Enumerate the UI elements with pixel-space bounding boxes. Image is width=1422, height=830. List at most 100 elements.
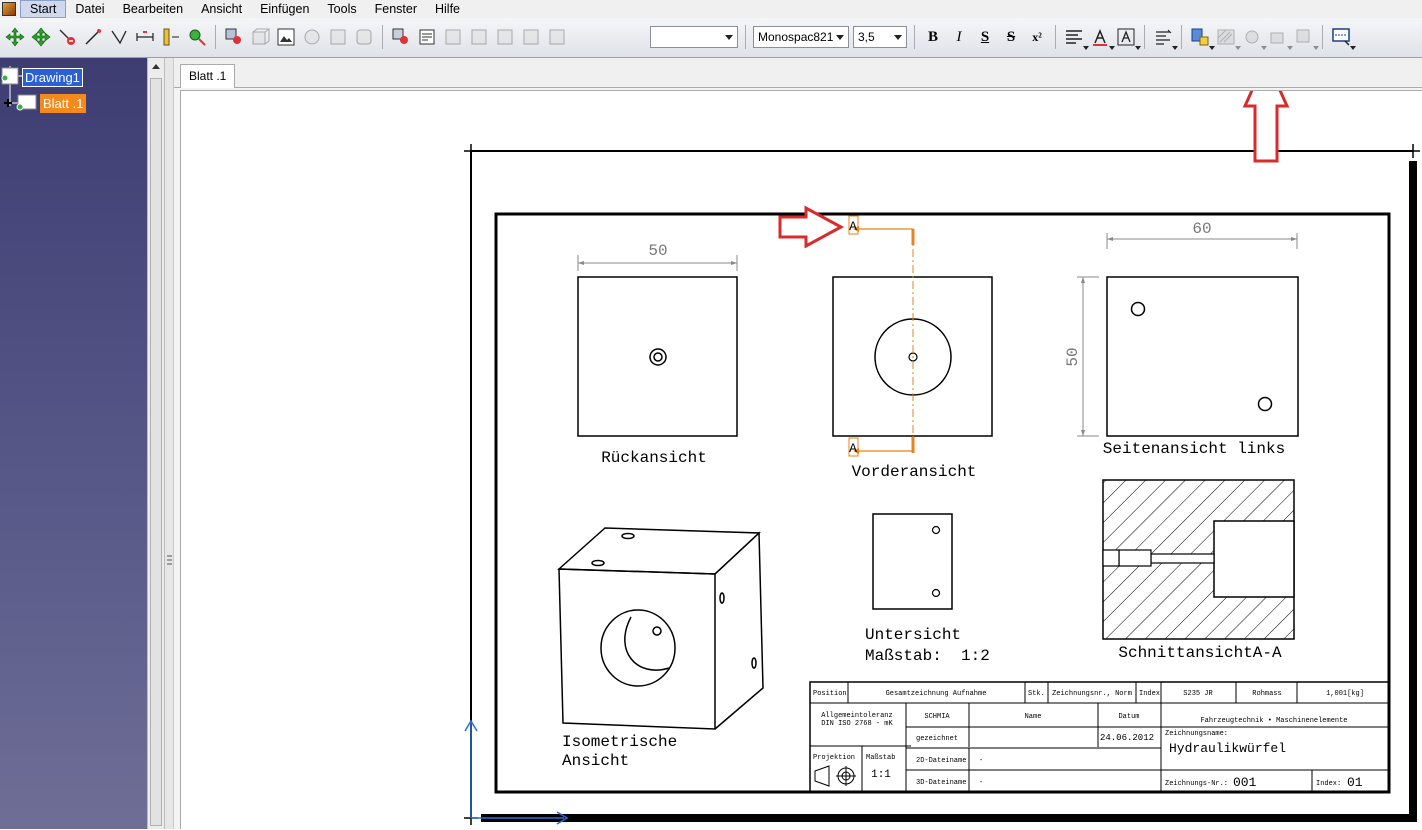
strikethrough-button[interactable]: S — [1006, 28, 1016, 45]
pan-icon[interactable] — [4, 26, 26, 48]
text-color-icon[interactable] — [1089, 26, 1115, 50]
menu-datei[interactable]: Datei — [75, 2, 105, 16]
section-line-a[interactable] — [848, 215, 915, 457]
tb-index-label: Index: — [1316, 780, 1341, 788]
section-mark-bottom[interactable]: A — [849, 441, 857, 456]
toolbar-separator — [1322, 25, 1323, 49]
menu-bearbeiten[interactable]: Bearbeiten — [122, 2, 184, 16]
tree-label-sheet[interactable]: Blatt .1 — [40, 93, 87, 113]
text-format-group: Monospac821 3,5 B I S S x² — [650, 24, 1356, 50]
menu-tools[interactable]: Tools — [327, 2, 357, 16]
sheet-tab-bar: Blatt .1 — [174, 58, 1422, 88]
drawing-canvas[interactable]: 50 Rückansicht A A Vorderansicht — [174, 88, 1422, 829]
toolbar-separator — [1055, 25, 1056, 49]
tree-node-drawing[interactable]: Drawing1 — [0, 66, 83, 88]
view-side[interactable] — [1077, 233, 1299, 437]
table-icon[interactable] — [494, 26, 516, 48]
label-view-iso-line1[interactable]: Isometrische — [562, 733, 677, 751]
tb-scale-label: Maßstab — [866, 754, 895, 762]
balloon-icon[interactable] — [520, 26, 542, 48]
section-view-icon[interactable] — [1189, 26, 1215, 50]
ruler-icon[interactable] — [160, 26, 182, 48]
line-tool-icon[interactable] — [82, 26, 104, 48]
style-combo[interactable] — [650, 26, 738, 48]
font-combo[interactable]: Monospac821 — [753, 26, 849, 48]
area-fill-icon[interactable] — [1215, 26, 1241, 50]
label-view-front[interactable]: Vorderansicht — [852, 463, 977, 481]
section-mark-top[interactable]: A — [849, 219, 857, 234]
align-left-icon[interactable] — [1063, 26, 1089, 50]
text-frame-icon[interactable] — [1115, 26, 1141, 50]
view-back[interactable] — [577, 255, 738, 437]
tree-node-sheet[interactable]: Blatt .1 — [2, 92, 87, 114]
thread-icon[interactable] — [1267, 26, 1293, 50]
label-view-iso-line2[interactable]: Ansicht — [562, 752, 629, 770]
dim-side-height[interactable]: 50 — [1064, 347, 1082, 366]
view-section-icon[interactable] — [327, 26, 349, 48]
scroll-up-icon[interactable] — [151, 62, 161, 70]
menu-bar: Start Datei Bearbeiten Ansicht Einfügen … — [0, 0, 1422, 18]
title-block[interactable] — [809, 681, 1390, 793]
dim-back-width[interactable]: 50 — [648, 242, 667, 260]
menu-start[interactable]: Start — [20, 0, 67, 18]
toolbar-separator — [914, 25, 915, 49]
view-section[interactable] — [1102, 479, 1295, 640]
tab-blatt-1[interactable]: Blatt .1 — [180, 64, 236, 88]
menu-einfuegen[interactable]: Einfügen — [260, 2, 310, 16]
view-clip-icon[interactable] — [353, 26, 375, 48]
italic-button[interactable]: I — [956, 28, 962, 45]
menu-fenster[interactable]: Fenster — [374, 2, 417, 16]
tb-date-header: Datum — [1118, 713, 1139, 721]
size-value: 3,5 — [858, 30, 875, 44]
fit-all-icon[interactable] — [30, 26, 52, 48]
no-show-icon[interactable] — [56, 26, 78, 48]
hatch-icon[interactable] — [468, 26, 490, 48]
view-front-icon[interactable] — [249, 26, 271, 48]
copy-view-icon[interactable] — [442, 26, 464, 48]
symbol-icon[interactable] — [546, 26, 568, 48]
dress-up-icon[interactable] — [1241, 26, 1267, 50]
bold-button[interactable]: B — [927, 28, 938, 45]
properties-icon[interactable] — [416, 26, 438, 48]
axis-icon[interactable] — [1293, 26, 1319, 50]
tb-index: Index — [1139, 690, 1160, 698]
drawing-sheet[interactable]: 50 Rückansicht A A Vorderansicht — [180, 90, 1422, 829]
tb-mass: 1,001[kg] — [1326, 690, 1364, 698]
view-image-icon[interactable] — [275, 26, 297, 48]
projection-symbol-icon — [814, 765, 856, 787]
insert-view-icon[interactable] — [223, 26, 245, 48]
tb-position: Position — [813, 690, 847, 698]
label-view-back[interactable]: Rückansicht — [601, 449, 707, 467]
anchor-point-icon[interactable] — [1152, 26, 1178, 50]
tree-scrollbar[interactable] — [147, 58, 165, 829]
tb-scale-value: 1:1 — [871, 769, 891, 781]
menu-ansicht[interactable]: Ansicht — [201, 2, 243, 16]
dimension-icon[interactable] — [134, 26, 156, 48]
label-view-section[interactable]: SchnittansichtA-A — [1118, 644, 1282, 662]
tree-label-drawing[interactable]: Drawing1 — [22, 67, 83, 87]
tb-file2d-value: - — [979, 757, 983, 765]
superscript-button[interactable]: x² — [1032, 29, 1042, 44]
size-combo[interactable]: 3,5 — [853, 26, 907, 48]
view-bottom[interactable] — [872, 513, 953, 610]
label-view-bottom[interactable]: Untersicht — [865, 626, 961, 644]
underline-button[interactable]: S — [980, 28, 990, 45]
tb-tolerance-line1: Allgemeintoleranz — [821, 712, 892, 720]
snap-icon[interactable] — [186, 26, 208, 48]
scrollbar-thumb[interactable] — [150, 78, 162, 826]
update-icon[interactable] — [390, 26, 412, 48]
tb-drawing-name-label: Zeichnungsname: — [1165, 730, 1228, 738]
menu-hilfe[interactable]: Hilfe — [435, 2, 461, 16]
view-detail-icon[interactable] — [301, 26, 323, 48]
splitter-grip-icon — [167, 555, 172, 565]
tb-raw-mass-label: Rohmass — [1252, 690, 1281, 698]
label-view-bottom-scale[interactable]: Maßstab: 1:2 — [865, 647, 990, 665]
dim-side-width[interactable]: 60 — [1192, 220, 1211, 238]
app-icon[interactable] — [2, 2, 16, 16]
pane-splitter[interactable] — [165, 58, 174, 829]
generate-dims-icon[interactable] — [1330, 26, 1356, 50]
label-view-side[interactable]: Seitenansicht links — [1103, 440, 1285, 458]
view-isometric[interactable] — [557, 527, 764, 730]
tb-file2d-label: 2D-Dateiname — [916, 757, 966, 765]
angle-tool-icon[interactable] — [108, 26, 130, 48]
